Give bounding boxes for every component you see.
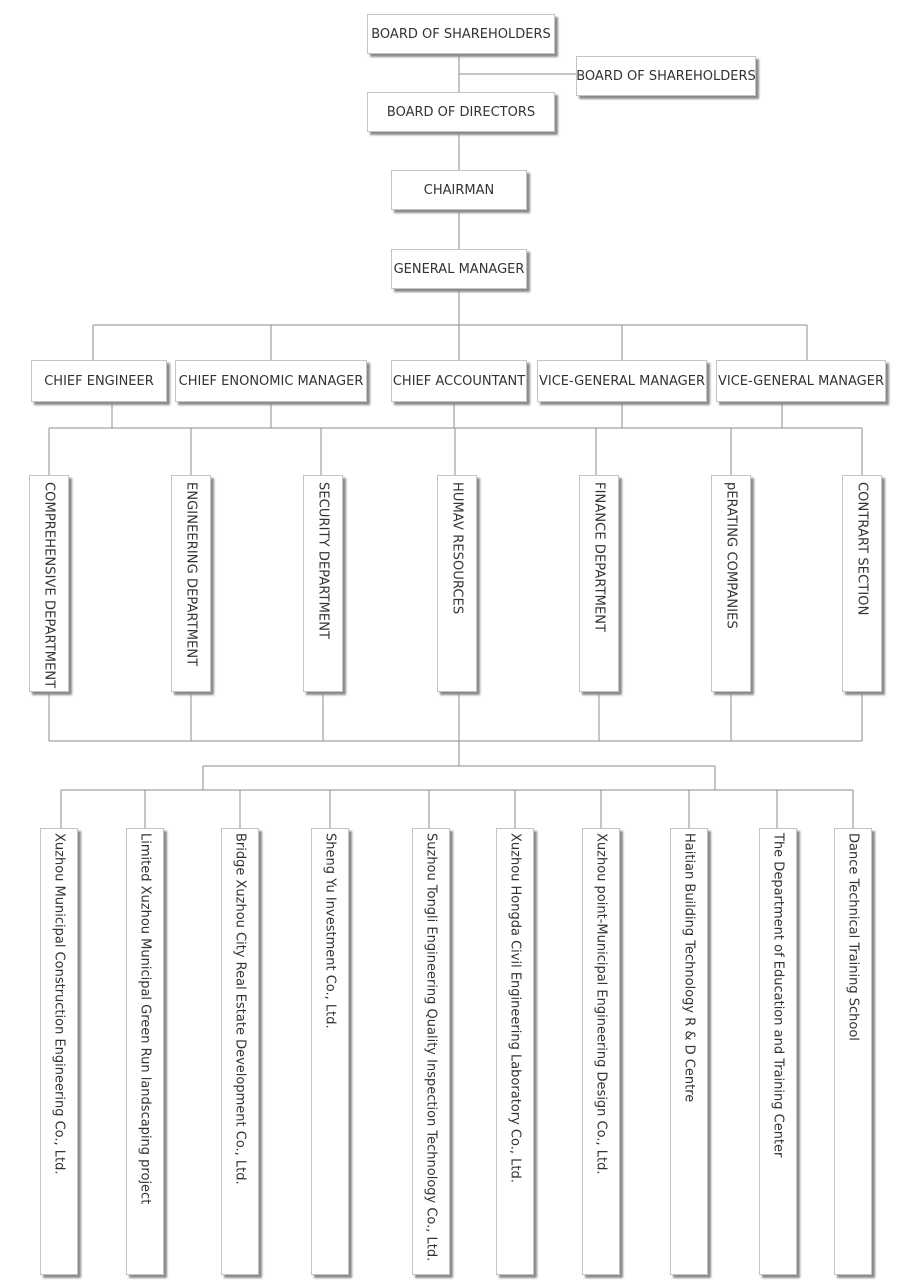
chairman-label: CHAIRMAN: [423, 182, 495, 198]
subsidiary-label: Haitian Building Technology R & D Centre: [681, 833, 697, 1103]
subsidiary-box-4: Sheng Yu Investment Co., Ltd.: [311, 828, 349, 1275]
department-box-comprehensive: COMPREHENSIVE DEPARTMENT: [29, 475, 69, 692]
subsidiary-label: Suzhou Tongli Engineering Quality Inspec…: [423, 833, 439, 1262]
subsidiary-label: The Department of Education and Training…: [770, 833, 786, 1158]
subsidiary-label: Xuzhou point-Municipal Engineering Desig…: [593, 833, 609, 1175]
subsidiary-box-7: Xuzhou point-Municipal Engineering Desig…: [582, 828, 620, 1275]
department-label: CONTRART SECTION: [854, 482, 870, 616]
executive-label: CHIEF ENONOMIC MANAGER: [178, 373, 364, 389]
department-box-finance: FINANCE DEPARTMENT: [579, 475, 619, 692]
department-label: ENGINEERING DEPARTMENT: [183, 482, 199, 667]
general-manager-label: GENERAL MANAGER: [393, 261, 525, 277]
chairman-box: CHAIRMAN: [391, 170, 527, 210]
subsidiary-label: Sheng Yu Investment Co., Ltd.: [322, 833, 338, 1029]
department-box-contract-section: CONTRART SECTION: [842, 475, 882, 692]
subsidiary-box-1: Xuzhou Municipal Construction Engineerin…: [40, 828, 78, 1275]
subsidiary-box-5: Suzhou Tongli Engineering Quality Inspec…: [412, 828, 450, 1275]
subsidiary-box-9: The Department of Education and Training…: [759, 828, 797, 1275]
subsidiary-label: Xuzhou Hongda Civil Engineering Laborato…: [507, 833, 523, 1183]
subsidiary-box-6: Xuzhou Hongda Civil Engineering Laborato…: [496, 828, 534, 1275]
department-box-engineering: ENGINEERING DEPARTMENT: [171, 475, 211, 692]
department-label: SECURITY DEPARTMENT: [315, 482, 331, 640]
executive-box-vice-general-manager-1: VICE-GENERAL MANAGER: [537, 360, 707, 402]
executive-box-chief-engineer: CHIEF ENGINEER: [31, 360, 167, 402]
subsidiary-label: Bridge Xuzhou City Real Estate Developme…: [232, 833, 248, 1185]
executive-label: CHIEF ACCOUNTANT: [392, 373, 526, 389]
subsidiary-label: Dance Technical Training School: [845, 833, 861, 1041]
executive-box-chief-economic-manager: CHIEF ENONOMIC MANAGER: [175, 360, 367, 402]
subsidiary-box-10: Dance Technical Training School: [834, 828, 872, 1275]
executive-box-vice-general-manager-2: VICE-GENERAL MANAGER: [716, 360, 886, 402]
subsidiary-box-8: Haitian Building Technology R & D Centre: [670, 828, 708, 1275]
board-of-shareholders-side-label: BOARD OF SHAREHOLDERS: [576, 68, 756, 84]
department-label: FINANCE DEPARTMENT: [591, 482, 607, 633]
subsidiary-box-3: Bridge Xuzhou City Real Estate Developme…: [221, 828, 259, 1275]
department-label: HUMAV RESOURCES: [449, 482, 465, 615]
board-of-directors-box: BOARD OF DIRECTORS: [367, 92, 555, 132]
executive-label: CHIEF ENGINEER: [44, 373, 154, 389]
subsidiary-label: Xuzhou Municipal Construction Engineerin…: [51, 833, 67, 1175]
board-of-shareholders-label: BOARD OF SHAREHOLDERS: [371, 26, 551, 42]
board-of-directors-label: BOARD OF DIRECTORS: [386, 104, 536, 120]
general-manager-box: GENERAL MANAGER: [391, 249, 527, 289]
board-of-shareholders-side-box: BOARD OF SHAREHOLDERS: [576, 56, 756, 96]
department-box-security: SECURITY DEPARTMENT: [303, 475, 343, 692]
executive-box-chief-accountant: CHIEF ACCOUNTANT: [391, 360, 527, 402]
executive-label: VICE-GENERAL MANAGER: [538, 373, 705, 389]
department-box-human-resources: HUMAV RESOURCES: [437, 475, 477, 692]
department-label: COMPREHENSIVE DEPARTMENT: [41, 482, 57, 689]
department-box-operating-companies: pERATING COMPANIES: [711, 475, 751, 692]
department-label: pERATING COMPANIES: [723, 482, 739, 629]
subsidiary-box-2: Limited Xuzhou Municipal Green Run lands…: [126, 828, 164, 1275]
executive-label: VICE-GENERAL MANAGER: [717, 373, 884, 389]
board-of-shareholders-box: BOARD OF SHAREHOLDERS: [367, 14, 555, 54]
subsidiary-label: Limited Xuzhou Municipal Green Run lands…: [137, 833, 153, 1205]
